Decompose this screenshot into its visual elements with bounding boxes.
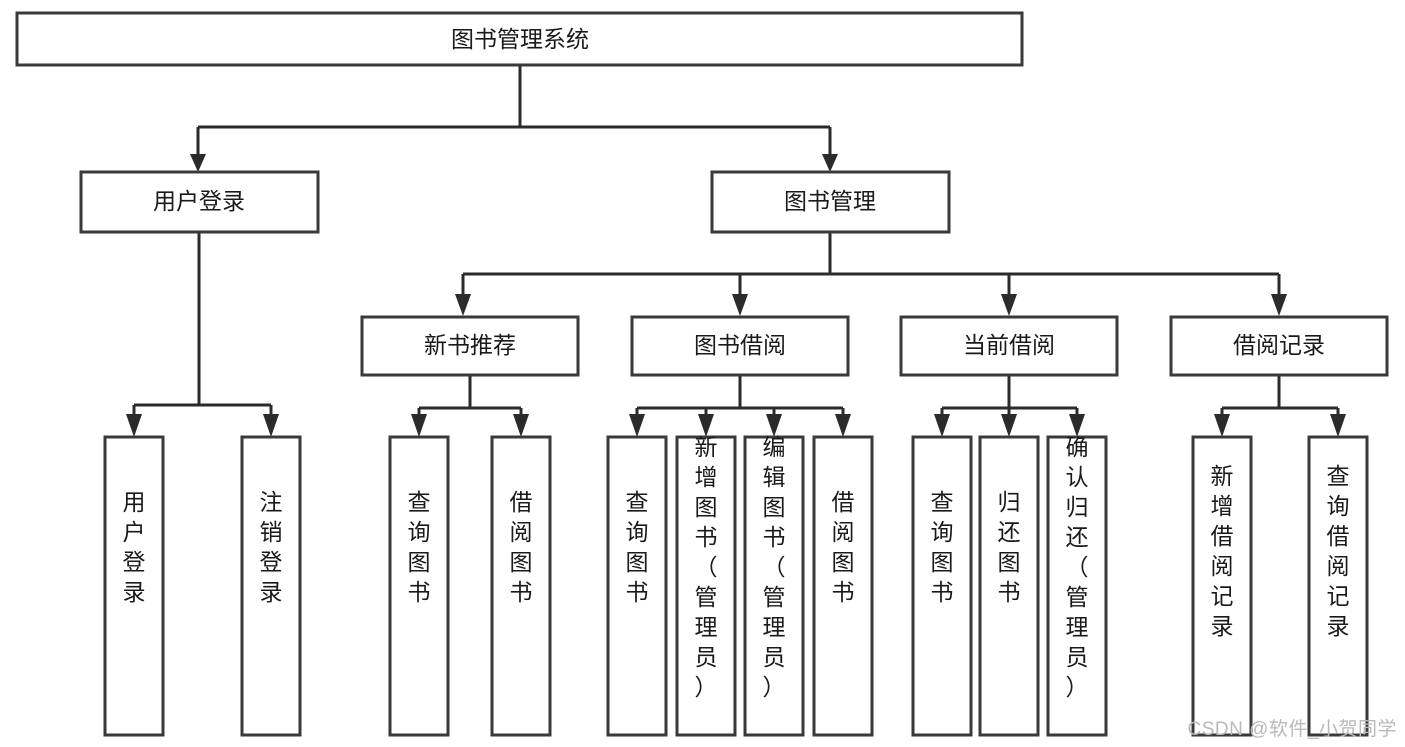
arrow-head-icon xyxy=(732,294,748,316)
arrow-head-icon xyxy=(766,414,782,437)
arrow-head-icon xyxy=(934,414,950,437)
arrow-head-icon xyxy=(411,414,427,437)
node-book-borrow-label: 图书借阅 xyxy=(694,332,786,358)
node-leaf-label: 查询图书 xyxy=(408,489,431,605)
node-current-borrow-label: 当前借阅 xyxy=(963,332,1055,358)
node-leaf[interactable]: 用户登录 xyxy=(103,435,165,737)
node-book-management[interactable]: 图书管理 xyxy=(710,170,951,234)
node-leaf[interactable]: 查询图书 xyxy=(388,435,450,737)
connectors-userlogin-to-leaves xyxy=(126,232,279,437)
node-leaf[interactable]: 查询图书 xyxy=(606,435,668,737)
node-user-login[interactable]: 用户登录 xyxy=(79,170,320,234)
node-borrow-records[interactable]: 借阅记录 xyxy=(1169,315,1389,377)
node-new-book-recommend-label: 新书推荐 xyxy=(424,332,516,358)
arrow-head-icon xyxy=(835,414,851,437)
node-leaf[interactable]: 新增借阅记录 xyxy=(1191,435,1253,737)
arrow-head-icon xyxy=(1001,414,1017,437)
node-leaf[interactable]: 查询借阅记录 xyxy=(1307,435,1369,737)
connectors-borrowrecords-to-leaves xyxy=(1214,375,1346,437)
node-leaf[interactable]: 查询图书 xyxy=(911,435,973,737)
node-leaf-label: 用户登录 xyxy=(123,489,146,605)
connectors-currentborrow-to-leaves xyxy=(934,375,1085,437)
node-book-borrow[interactable]: 图书借阅 xyxy=(630,315,850,377)
connectors-newbook-to-leaves xyxy=(411,375,529,437)
node-leaf-label: 确认归还（管理员） xyxy=(1066,434,1089,700)
node-leaf-label: 编辑图书（管理员） xyxy=(763,434,786,700)
arrow-head-icon xyxy=(1001,294,1017,316)
node-leaf-label: 注销登录 xyxy=(260,489,283,605)
node-root-label: 图书管理系统 xyxy=(451,26,589,52)
arrow-head-icon xyxy=(126,414,142,437)
node-leaf[interactable]: 编辑图书（管理员） xyxy=(743,434,805,737)
node-leaf-label: 新增借阅记录 xyxy=(1211,463,1234,639)
arrow-head-icon xyxy=(455,294,471,316)
arrow-head-icon xyxy=(822,154,838,172)
node-leaf[interactable]: 归还图书 xyxy=(978,435,1040,737)
node-book-management-label: 图书管理 xyxy=(784,188,876,214)
node-user-login-label: 用户登录 xyxy=(153,188,245,214)
arrow-head-icon xyxy=(698,414,714,437)
node-leaf[interactable]: 借阅图书 xyxy=(490,435,552,737)
node-leaf[interactable]: 注销登录 xyxy=(240,435,302,737)
node-leaf-label: 查询图书 xyxy=(931,489,954,605)
connectors-level2-to-level3 xyxy=(455,232,1287,316)
node-new-book-recommend[interactable]: 新书推荐 xyxy=(360,315,580,377)
node-leaf-label: 借阅图书 xyxy=(510,489,533,605)
arrow-head-icon xyxy=(190,154,206,172)
connectors-root-to-level2 xyxy=(190,65,838,172)
arrow-head-icon xyxy=(1271,294,1287,316)
arrow-head-icon xyxy=(513,414,529,437)
node-leaf[interactable]: 确认归还（管理员） xyxy=(1046,434,1108,737)
arrow-head-icon xyxy=(1069,414,1085,437)
arrow-head-icon xyxy=(1330,414,1346,437)
node-leaf[interactable]: 新增图书（管理员） xyxy=(675,434,737,737)
arrow-head-icon xyxy=(1214,414,1230,437)
node-leaf-label: 借阅图书 xyxy=(832,489,855,605)
arrow-head-icon xyxy=(629,414,645,437)
node-leaf-label: 查询借阅记录 xyxy=(1327,463,1350,639)
node-leaf-label: 新增图书（管理员） xyxy=(695,434,718,700)
node-leaf-label: 查询图书 xyxy=(626,489,649,605)
node-current-borrow[interactable]: 当前借阅 xyxy=(899,315,1119,377)
node-borrow-records-label: 借阅记录 xyxy=(1233,332,1325,358)
node-leaf-label: 归还图书 xyxy=(998,489,1021,605)
node-root[interactable]: 图书管理系统 xyxy=(15,11,1024,67)
node-leaf[interactable]: 借阅图书 xyxy=(812,435,874,737)
arrow-head-icon xyxy=(263,414,279,437)
connectors-bookborrow-to-leaves xyxy=(629,375,851,437)
